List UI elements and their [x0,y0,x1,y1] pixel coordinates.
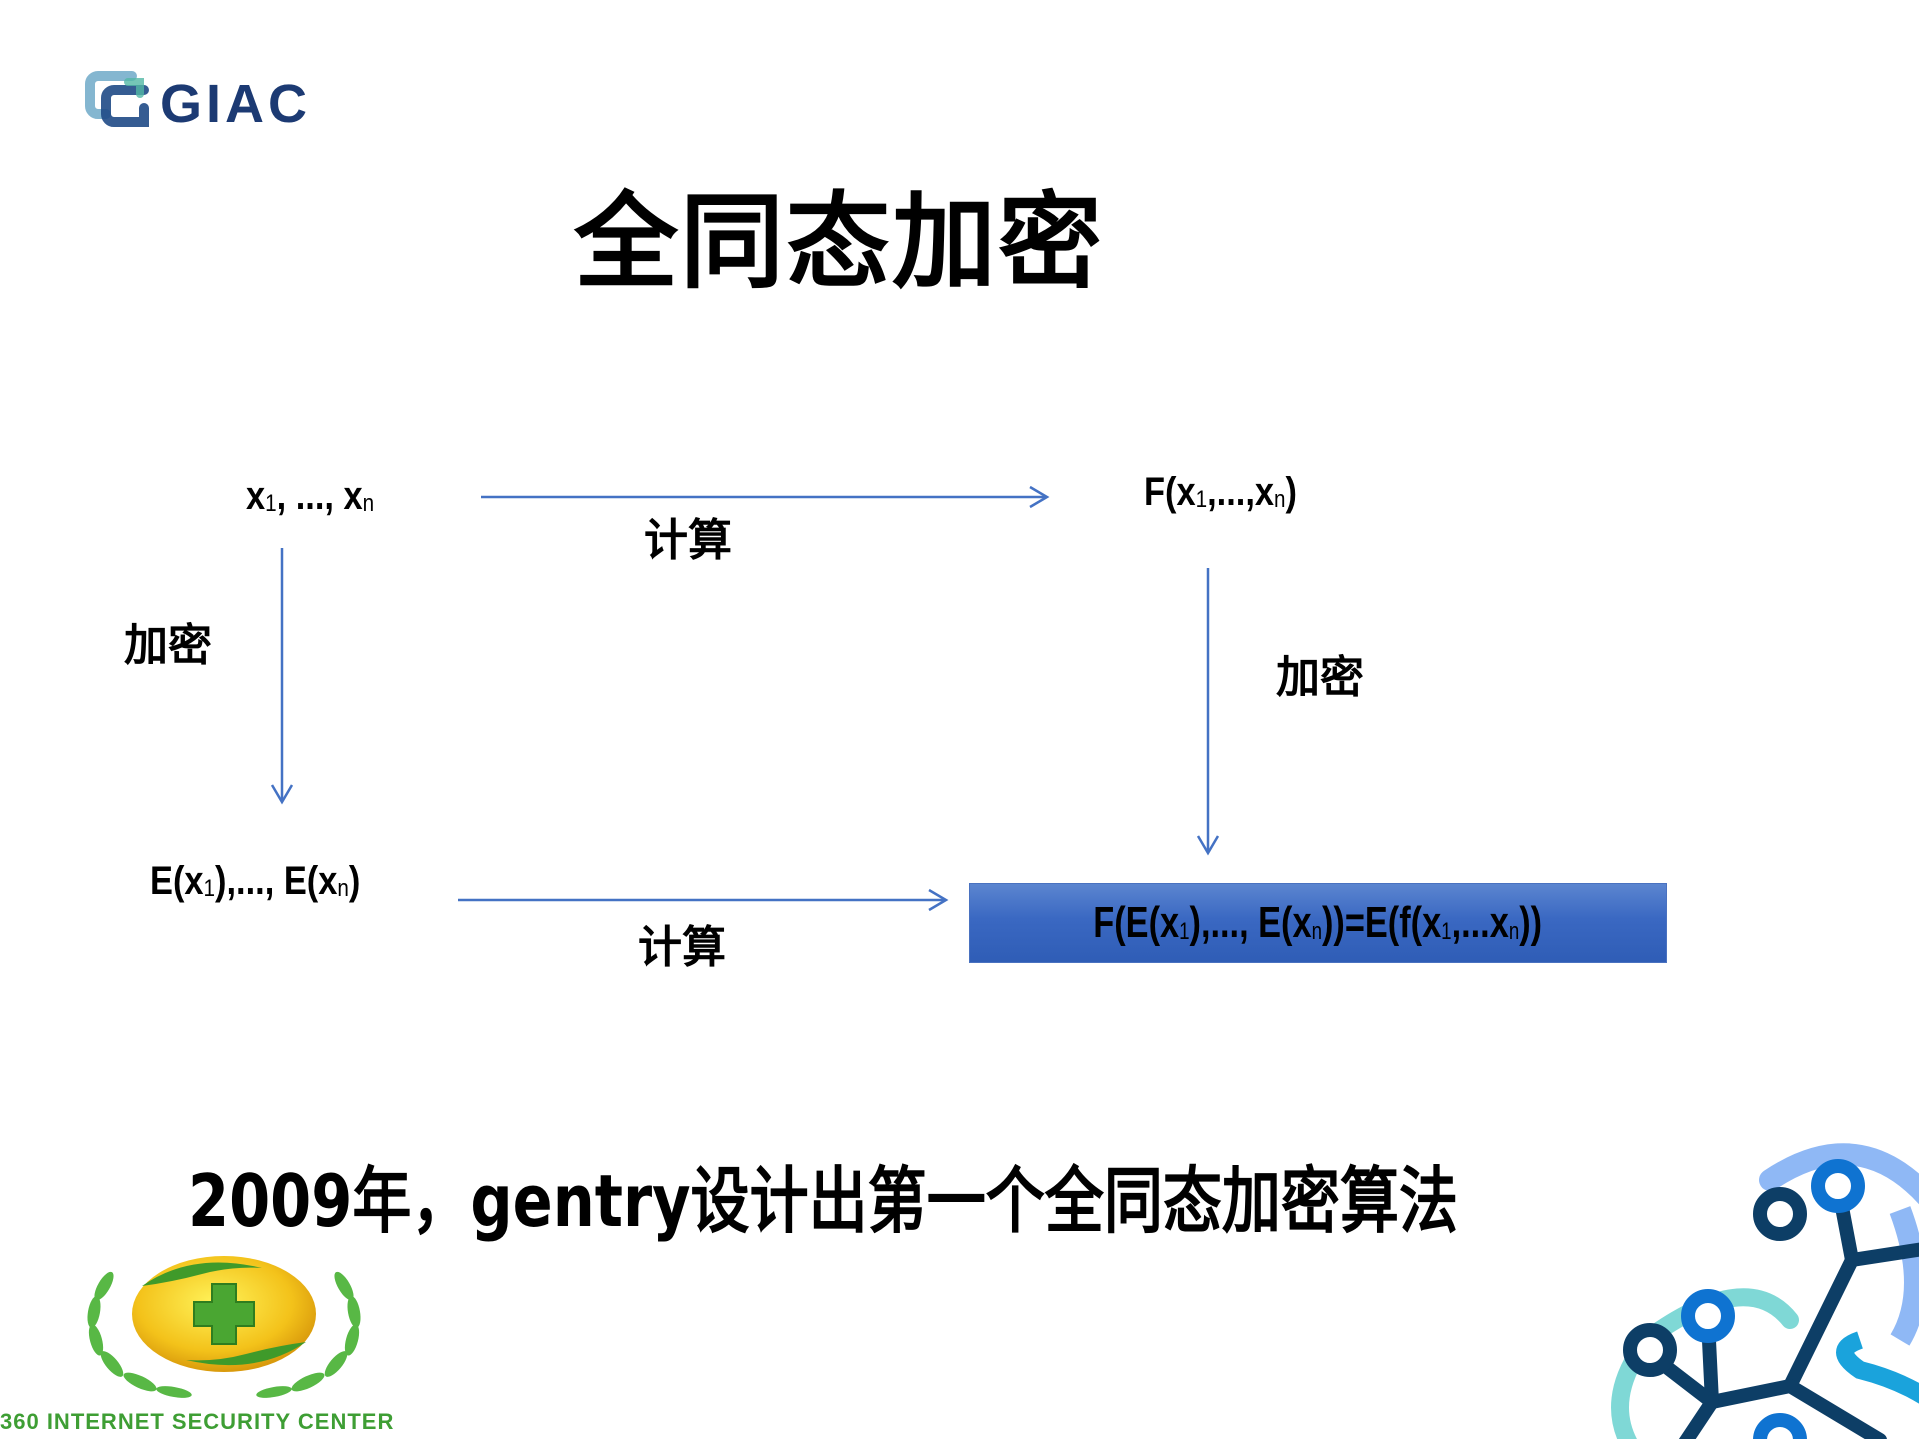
ciphertext-inputs: E(x1),..., E(xn) [150,859,361,903]
svg-text:GIAC: GIAC [160,74,311,130]
plaintext-inputs: x1, ..., xn [246,474,375,518]
slide-title: 全同态加密 [574,181,1105,303]
label-compute-bottom: 计算 [638,922,726,973]
360-logo [82,1246,366,1404]
giac-logo: GIAC [84,68,316,130]
label-encrypt-left: 加密 [124,620,212,671]
homomorphic-equation: F(E(x1),..., E(xn))=E(f(x1,...xn)) [1093,898,1543,947]
360-laurel-emblem-icon [87,1256,361,1398]
label-compute-top: 计算 [644,515,732,566]
label-encrypt-right: 加密 [1276,652,1364,703]
360-logo-caption: 360 INTERNET SECURITY CENTER [0,1409,395,1434]
homomorphic-result-box: F(E(x1),..., E(xn))=E(f(x1,...xn)) [969,883,1667,963]
footer-statement: 2009年，gentry设计出第一个全同态加密算法 [188,1159,1459,1243]
giac-mark-icon: GIAC [85,71,311,130]
plaintext-result: F(x1,...,xn) [1144,470,1297,514]
network-decoration-icon [1611,1143,1919,1439]
